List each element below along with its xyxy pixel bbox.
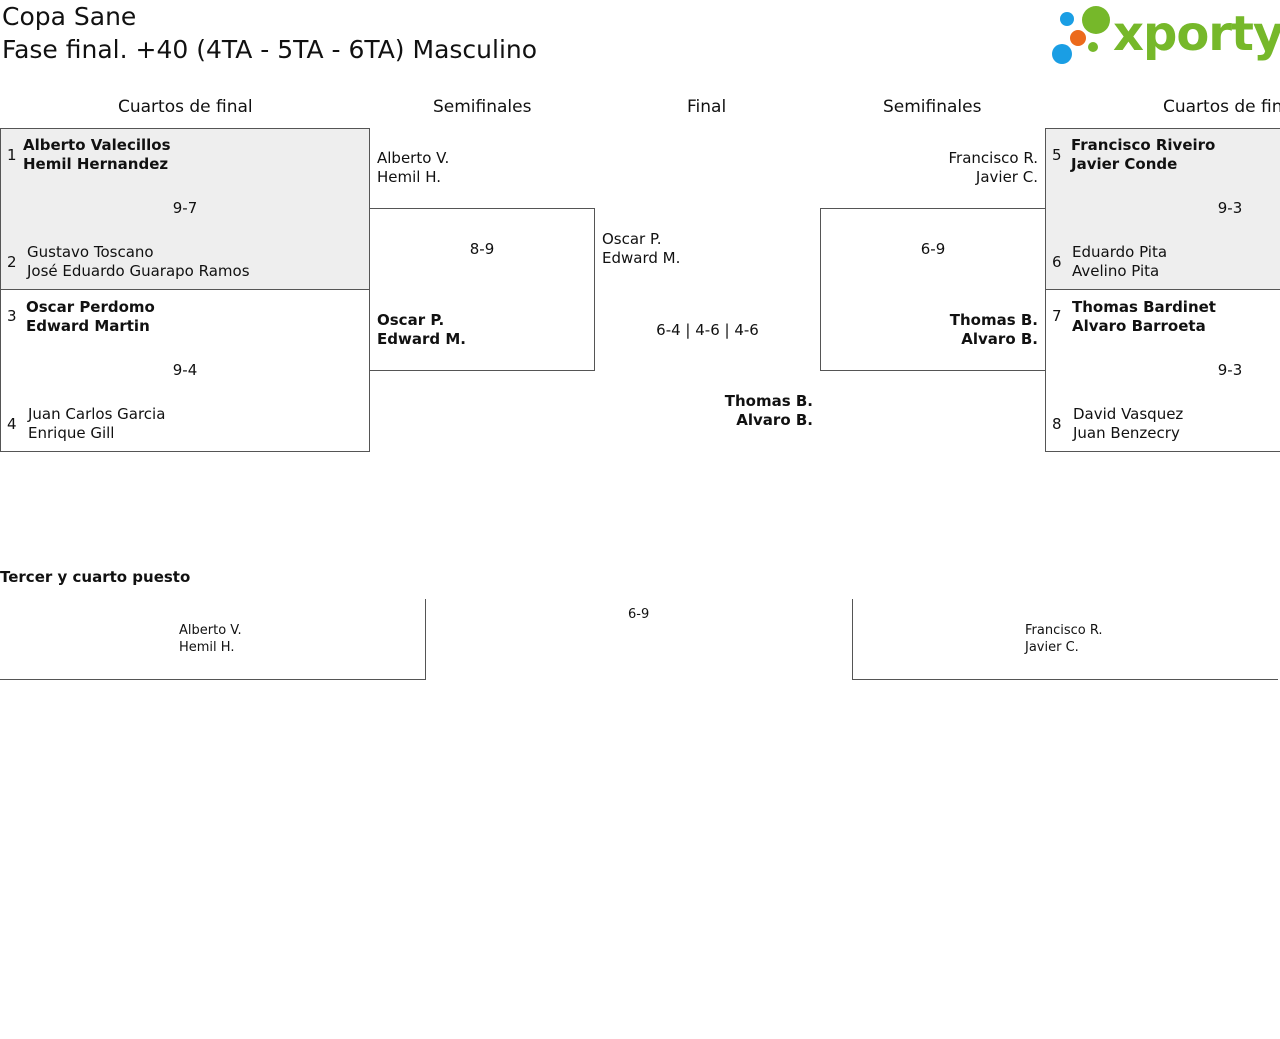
match-score: 9-3 bbox=[1217, 361, 1243, 379]
team-name-winner[interactable]: Oscar P. Edward M. bbox=[377, 311, 466, 349]
player-name: Gustavo Toscano bbox=[27, 243, 154, 261]
team-name-winner[interactable]: Francisco R. Javier C. bbox=[1025, 622, 1103, 656]
phase-title: Fase final. +40 (4TA - 5TA - 6TA) Mascul… bbox=[2, 35, 538, 64]
logo-dot-blue-2 bbox=[1052, 44, 1072, 64]
third-place-right-slot[interactable] bbox=[852, 599, 1278, 680]
match-score: 9-4 bbox=[172, 361, 198, 379]
match-score: 6-9 bbox=[920, 240, 946, 258]
player-name: Hemil Hernandez bbox=[23, 155, 169, 173]
seed-number: 5 bbox=[1052, 146, 1062, 164]
logo-dot-blue bbox=[1060, 12, 1074, 26]
left-semi-match[interactable] bbox=[369, 208, 595, 371]
player-name: Oscar P. bbox=[377, 311, 445, 329]
third-place-left-slot[interactable] bbox=[0, 599, 426, 680]
team-name[interactable]: Eduardo Pita Avelino Pita bbox=[1072, 243, 1167, 281]
seed-number: 7 bbox=[1052, 307, 1062, 325]
seed-number: 8 bbox=[1052, 415, 1062, 433]
final-score: 6-4 | 4-6 | 4-6 bbox=[656, 321, 759, 339]
player-name: Oscar Perdomo bbox=[26, 298, 155, 316]
player-name: Francisco R. bbox=[948, 149, 1038, 167]
third-place-heading: Tercer y cuarto puesto bbox=[0, 568, 191, 586]
seed-number: 6 bbox=[1052, 253, 1062, 271]
team-name[interactable]: Alberto V. Hemil H. bbox=[377, 149, 449, 187]
player-name: Enrique Gill bbox=[28, 424, 115, 442]
xporty-logo[interactable]: xporty bbox=[1050, 4, 1280, 68]
team-name-winner[interactable]: Thomas B. Alvaro B. bbox=[840, 311, 1038, 349]
right-quarter-match-2[interactable] bbox=[1045, 289, 1280, 452]
player-name: Alvaro Barroeta bbox=[1072, 317, 1206, 335]
tournament-title: Copa Sane bbox=[2, 2, 137, 31]
team-name-winner[interactable]: Thomas Bardinet Alvaro Barroeta bbox=[1072, 298, 1216, 336]
player-name: Javier Conde bbox=[1071, 155, 1178, 173]
player-name: Alberto V. bbox=[377, 149, 450, 167]
team-name[interactable]: Juan Carlos Garcia Enrique Gill bbox=[28, 405, 165, 443]
team-name-winner[interactable]: Alberto Valecillos Hemil Hernandez bbox=[23, 136, 171, 174]
seed-number: 4 bbox=[7, 415, 17, 433]
heading-left-quarters: Cuartos de final bbox=[118, 97, 253, 117]
player-name: Avelino Pita bbox=[1072, 262, 1160, 280]
player-name: Francisco R. bbox=[1025, 623, 1103, 638]
heading-right-semis: Semifinales bbox=[883, 97, 982, 117]
team-name[interactable]: Gustavo Toscano José Eduardo Guarapo Ram… bbox=[27, 243, 250, 281]
seed-number: 1 bbox=[7, 146, 17, 164]
player-name: Javier C. bbox=[975, 168, 1038, 186]
player-name: Alberto Valecillos bbox=[23, 136, 171, 154]
player-name: Thomas B. bbox=[949, 311, 1038, 329]
player-name: Hemil H. bbox=[377, 168, 442, 186]
player-name: Alvaro B. bbox=[961, 330, 1038, 348]
heading-final: Final bbox=[687, 97, 727, 117]
player-name: Alvaro B. bbox=[736, 411, 813, 429]
player-name: Hemil H. bbox=[179, 640, 235, 655]
right-semi-match[interactable] bbox=[820, 208, 1046, 371]
match-score: 9-7 bbox=[172, 199, 198, 217]
player-name: Thomas B. bbox=[724, 392, 813, 410]
player-name: Juan Carlos Garcia bbox=[28, 405, 166, 423]
heading-right-quarters: Cuartos de final bbox=[1163, 97, 1280, 117]
player-name: Alberto V. bbox=[179, 623, 242, 638]
logo-dot-orange bbox=[1070, 30, 1086, 46]
logo-wordmark: xporty bbox=[1113, 6, 1280, 62]
seed-number: 3 bbox=[7, 307, 17, 325]
player-name: Francisco Riveiro bbox=[1071, 136, 1216, 154]
player-name: Eduardo Pita bbox=[1072, 243, 1168, 261]
player-name: Javier C. bbox=[1025, 640, 1079, 655]
seed-number: 2 bbox=[7, 253, 17, 271]
team-name-champion[interactable]: Thomas B. Alvaro B. bbox=[600, 392, 813, 430]
player-name: Edward M. bbox=[602, 249, 681, 267]
player-name: José Eduardo Guarapo Ramos bbox=[27, 262, 250, 280]
heading-left-semis: Semifinales bbox=[433, 97, 532, 117]
player-name: David Vasquez bbox=[1073, 405, 1184, 423]
player-name: Thomas Bardinet bbox=[1072, 298, 1216, 316]
player-name: Edward M. bbox=[377, 330, 466, 348]
match-score: 9-3 bbox=[1217, 199, 1243, 217]
left-quarter-match-1[interactable] bbox=[0, 128, 370, 290]
player-name: Oscar P. bbox=[602, 230, 662, 248]
team-name-winner[interactable]: Oscar Perdomo Edward Martin bbox=[26, 298, 155, 336]
third-place-score: 6-9 bbox=[628, 607, 650, 622]
team-name[interactable]: Francisco R. Javier C. bbox=[840, 149, 1038, 187]
logo-dot-green-2 bbox=[1088, 42, 1098, 52]
team-name[interactable]: Oscar P. Edward M. bbox=[602, 230, 680, 268]
team-name[interactable]: David Vasquez Juan Benzecry bbox=[1073, 405, 1183, 443]
team-name[interactable]: Alberto V. Hemil H. bbox=[179, 622, 242, 656]
team-name-winner[interactable]: Francisco Riveiro Javier Conde bbox=[1071, 136, 1215, 174]
logo-dot-green bbox=[1082, 6, 1110, 34]
match-score: 8-9 bbox=[469, 240, 495, 258]
player-name: Edward Martin bbox=[26, 317, 150, 335]
player-name: Juan Benzecry bbox=[1073, 424, 1180, 442]
